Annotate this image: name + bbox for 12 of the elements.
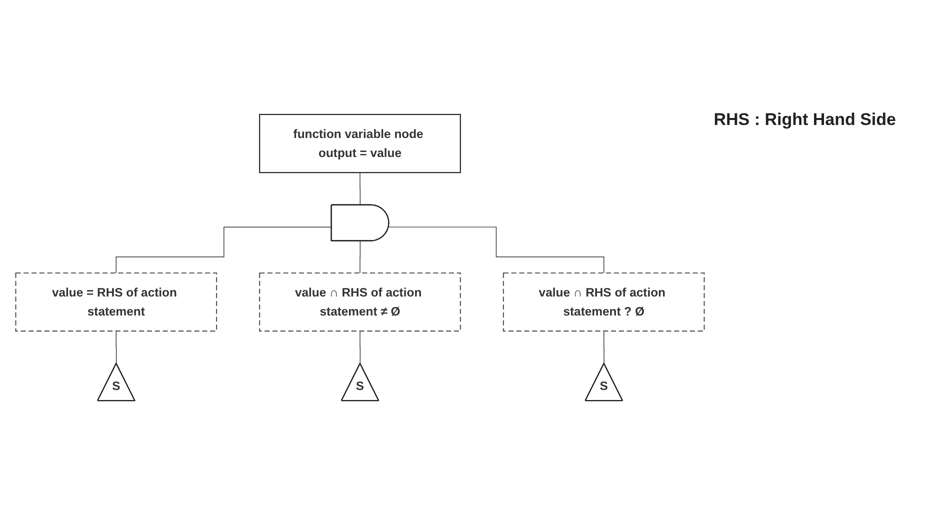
- connector: [360, 240, 361, 274]
- node-box: value ∩ RHS of action statement ≠ Ø: [259, 272, 461, 332]
- connector: [360, 330, 361, 364]
- connector: [388, 226, 604, 274]
- node-box: function variable node output = value: [259, 114, 461, 174]
- connector: [116, 330, 117, 364]
- connector: [116, 226, 332, 274]
- connector: [360, 172, 361, 206]
- connector: [604, 330, 605, 364]
- node-box: value = RHS of action statement: [15, 272, 218, 332]
- note-text: RHS : Right Hand Side: [714, 110, 896, 130]
- node-box: value ∩ RHS of action statement ? Ø: [502, 272, 705, 332]
